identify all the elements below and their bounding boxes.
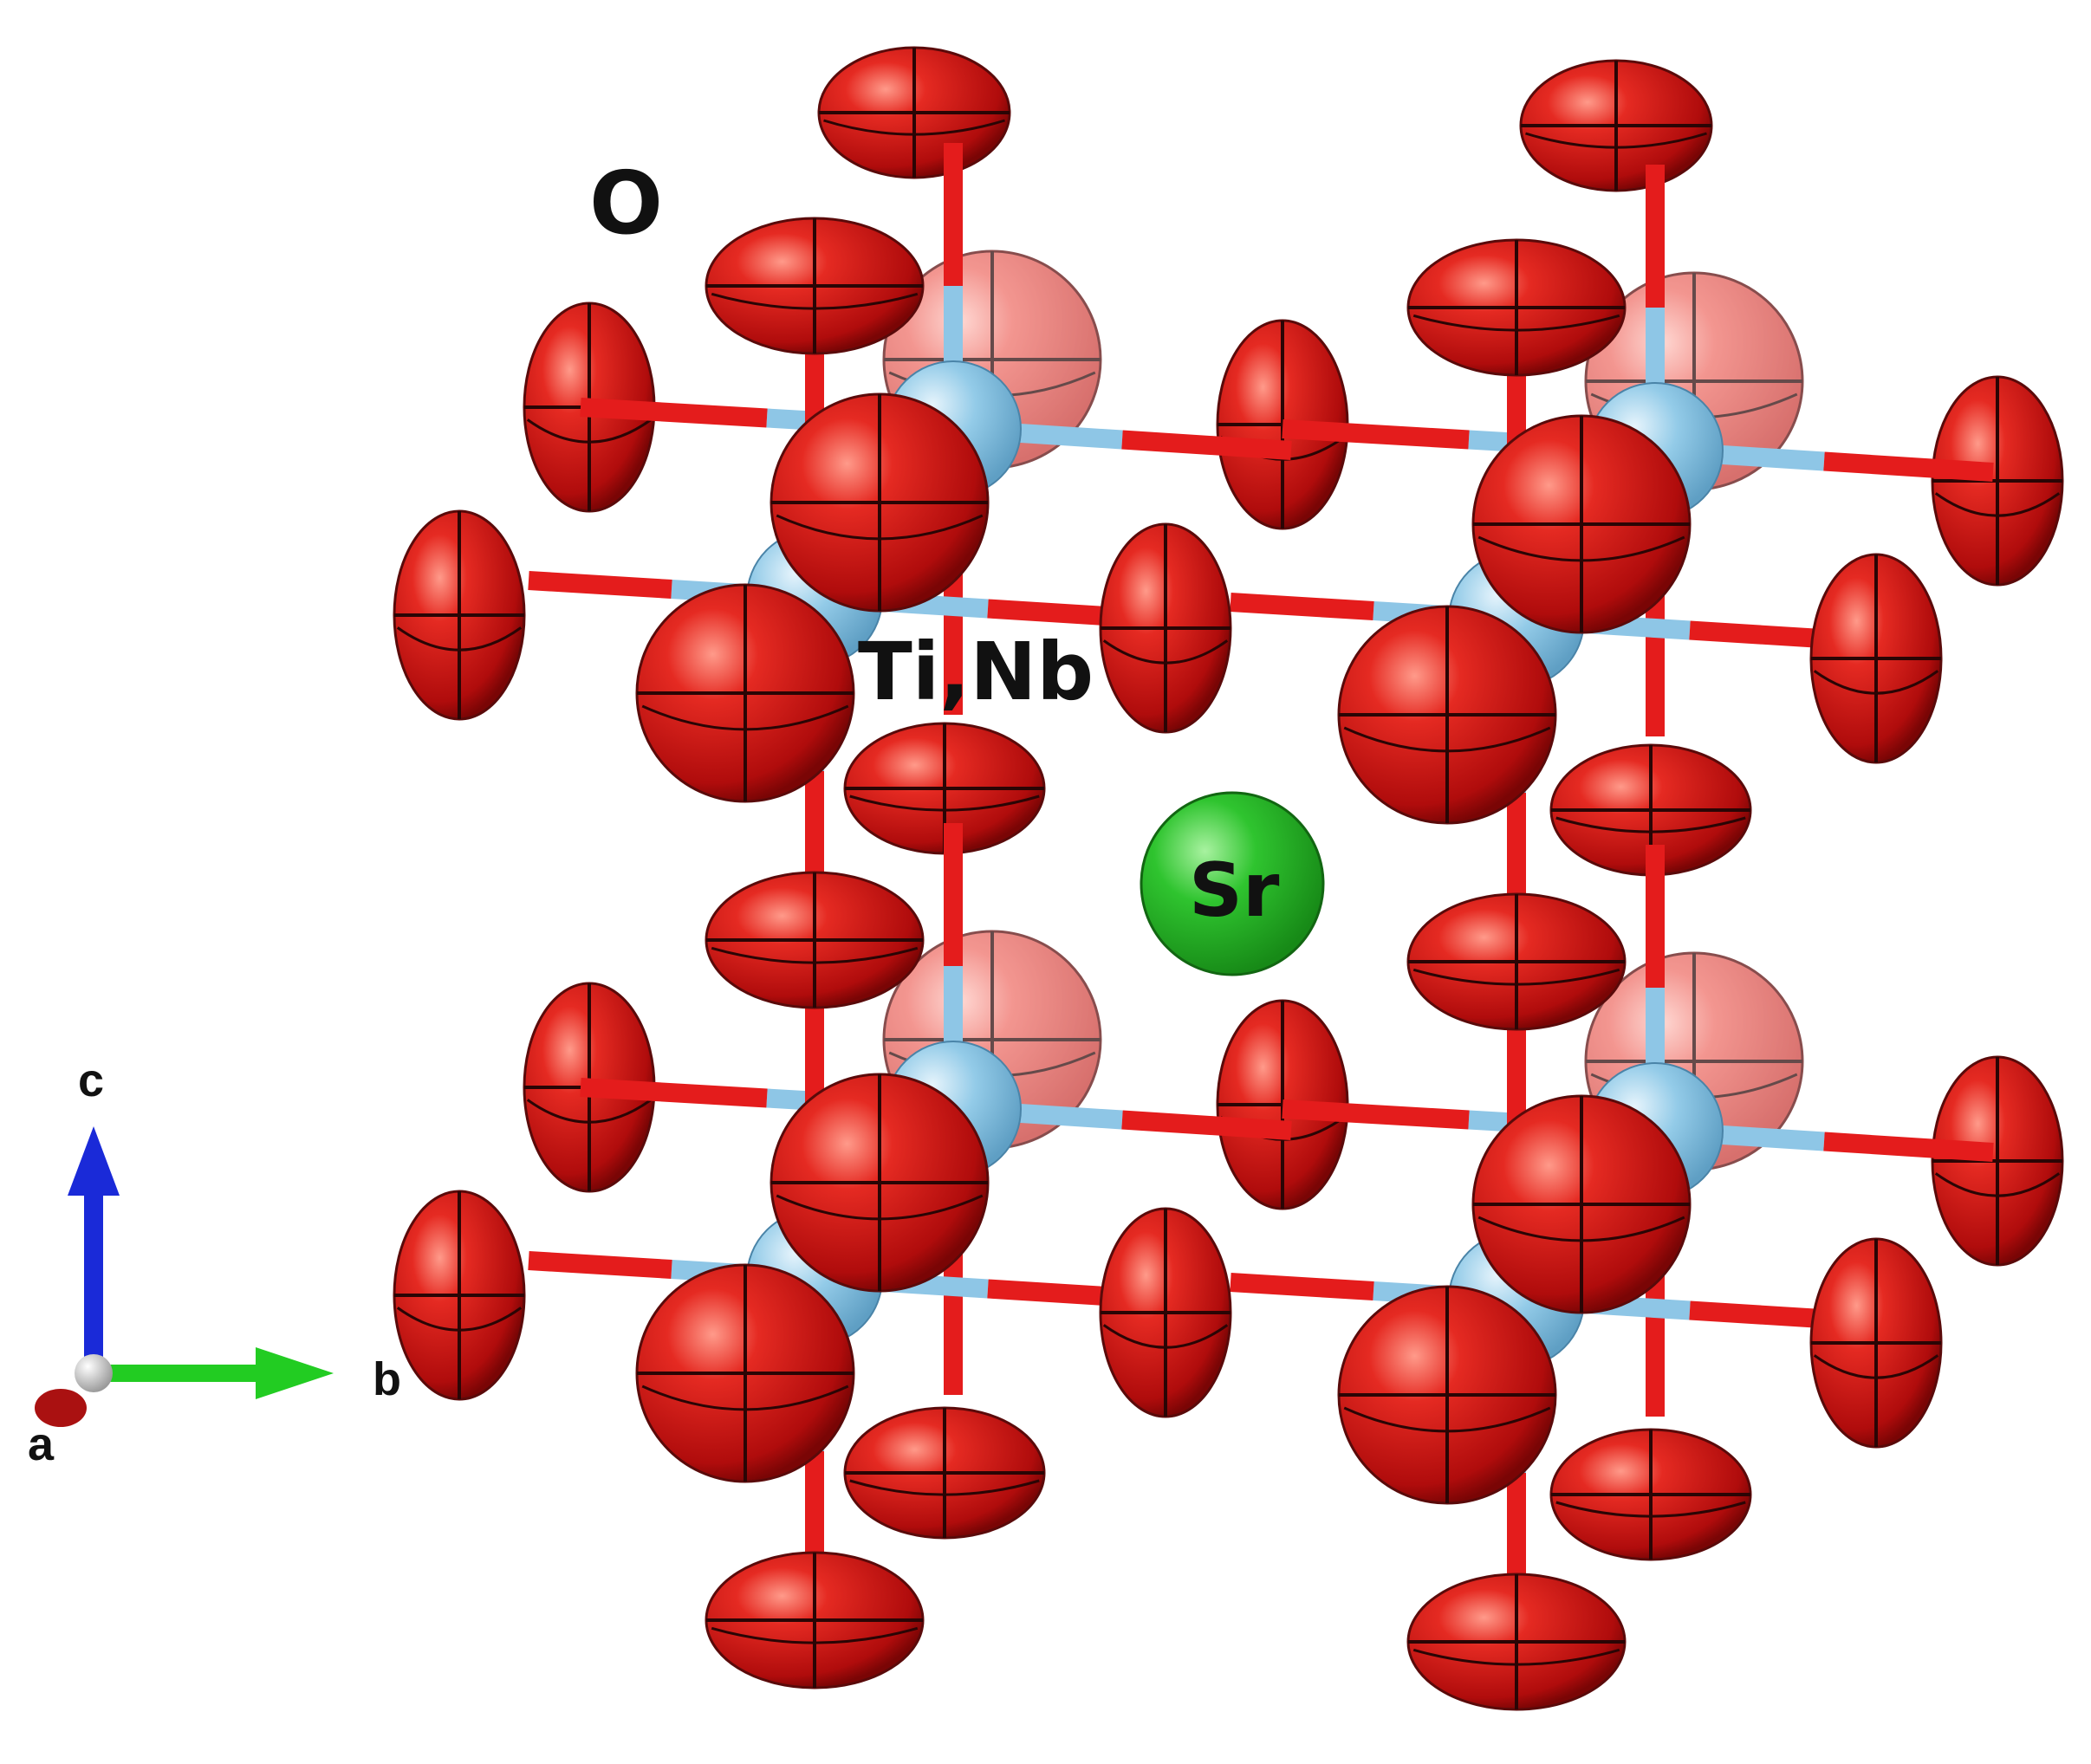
oxygen-back-4-arc	[1934, 492, 2061, 517]
oxygen-front-6	[1099, 1207, 1232, 1418]
oxygen-back-11-arc	[1555, 1501, 1746, 1518]
oxygen-front-9-arc	[1412, 968, 1620, 986]
oxygen-front-sphere-0-arc	[641, 704, 849, 731]
oxygen-front-sphere-0	[635, 583, 855, 803]
bond-front-left-2-o-half	[528, 1251, 672, 1279]
axis-a-arrow	[35, 1389, 87, 1427]
oxygen-front-9	[1406, 892, 1627, 1031]
bond-front-left-0-o-half	[528, 571, 672, 599]
bond-back-left-0-o-half	[580, 398, 768, 428]
oxygen-mid-sphere-2	[770, 1073, 990, 1293]
oxygen-mid-sphere-0	[770, 392, 990, 613]
oxygen-mid-sphere-1	[1471, 414, 1692, 634]
axis-b-label: b	[373, 1353, 401, 1405]
oxygen-front-3	[1099, 522, 1232, 734]
oxygen-back-4	[1931, 375, 2064, 587]
oxygen-mid-sphere-0-arc	[776, 514, 984, 541]
oxygen-mid-sphere-2-arc	[776, 1194, 984, 1221]
oxygen-label: O	[589, 152, 664, 254]
oxygen-back-10	[843, 1406, 1046, 1540]
axis-b-arrowhead	[256, 1347, 334, 1399]
oxygen-front-sphere-2-arc	[641, 1385, 849, 1411]
oxygen-front-10	[705, 1551, 925, 1689]
bond-back-left-3-o-half	[1282, 1099, 1470, 1130]
oxygen-front-sphere-1-arc	[1343, 726, 1551, 753]
oxygen-front-sphere-2	[635, 1263, 855, 1483]
oxygen-front-5	[393, 1190, 526, 1401]
oxygen-back-6	[1216, 999, 1349, 1210]
oxygen-back-2-arc	[526, 418, 653, 444]
oxygen-front-7	[1809, 1237, 1943, 1449]
oxygen-front-8-arc	[711, 946, 919, 964]
bond-back-right-2-o-half	[1121, 1110, 1292, 1140]
oxygen-front-3-arc	[1102, 639, 1229, 665]
a-site-label: Sr	[1189, 847, 1280, 934]
bond-front-left-1-o-half	[1230, 593, 1374, 620]
sr-atom	[1140, 791, 1325, 976]
oxygen-front-1-arc	[1412, 314, 1620, 332]
oxygen-back-7	[1931, 1055, 2064, 1267]
oxygen-back-8-arc	[849, 794, 1040, 812]
bond-back-right-0-o-half	[1121, 430, 1292, 460]
oxygen-mid-sphere-3	[1471, 1094, 1692, 1314]
bond-front-left-3-o-half	[1230, 1273, 1374, 1300]
oxygen-front-0-arc	[711, 292, 919, 310]
bond-back-left-1-o-half	[1282, 419, 1470, 450]
bond-back-left-2-o-half	[580, 1078, 768, 1108]
axis-c-label: c	[78, 1054, 105, 1106]
oxygen-front-sphere-3-arc	[1343, 1406, 1551, 1433]
oxygen-mid-sphere-1-arc	[1477, 535, 1685, 562]
oxygen-back-9	[1549, 743, 1752, 877]
oxygen-front-2	[393, 509, 526, 721]
axis-origin	[75, 1354, 113, 1392]
oxygen-front-8	[705, 871, 925, 1009]
bond-back-right-1-o-half	[1823, 451, 1994, 482]
bond-back-right-3-o-half	[1823, 1132, 1994, 1162]
b-site-label: Ti,Nb	[858, 626, 1094, 718]
oxygen-back-1	[1519, 59, 1713, 192]
oxygen-back-11	[1549, 1428, 1752, 1561]
oxygen-back-0-arc	[823, 119, 1005, 136]
axis-triad	[35, 1126, 334, 1427]
oxygen-front-sphere-3	[1337, 1285, 1557, 1505]
oxygen-front-5-arc	[396, 1307, 523, 1332]
oxygen-front-4	[1809, 553, 1943, 764]
oxygen-front-6-arc	[1102, 1324, 1229, 1349]
oxygen-back-10-arc	[849, 1479, 1040, 1496]
oxygen-back-0	[817, 46, 1011, 179]
oxygen-front-2-arc	[396, 626, 523, 652]
oxygen-back-9-arc	[1555, 816, 1746, 833]
oxygen-front-11	[1406, 1573, 1627, 1711]
oxygen-front-1	[1406, 238, 1627, 377]
oxygen-back-7-arc	[1934, 1172, 2061, 1197]
axis-c-arrowhead	[68, 1126, 120, 1196]
oxygen-back-5-arc	[526, 1099, 653, 1124]
axis-a-label: a	[28, 1418, 55, 1470]
oxygen-front-10-arc	[711, 1626, 919, 1644]
oxygen-front-4-arc	[1813, 670, 1939, 695]
oxygen-front-0	[705, 217, 925, 355]
oxygen-front-11-arc	[1412, 1648, 1620, 1666]
front-layer	[393, 217, 1943, 1711]
oxygen-back-1-arc	[1525, 132, 1707, 149]
oxygen-mid-sphere-3-arc	[1477, 1216, 1685, 1242]
oxygen-front-7-arc	[1813, 1354, 1939, 1379]
oxygen-front-sphere-1	[1337, 605, 1557, 825]
